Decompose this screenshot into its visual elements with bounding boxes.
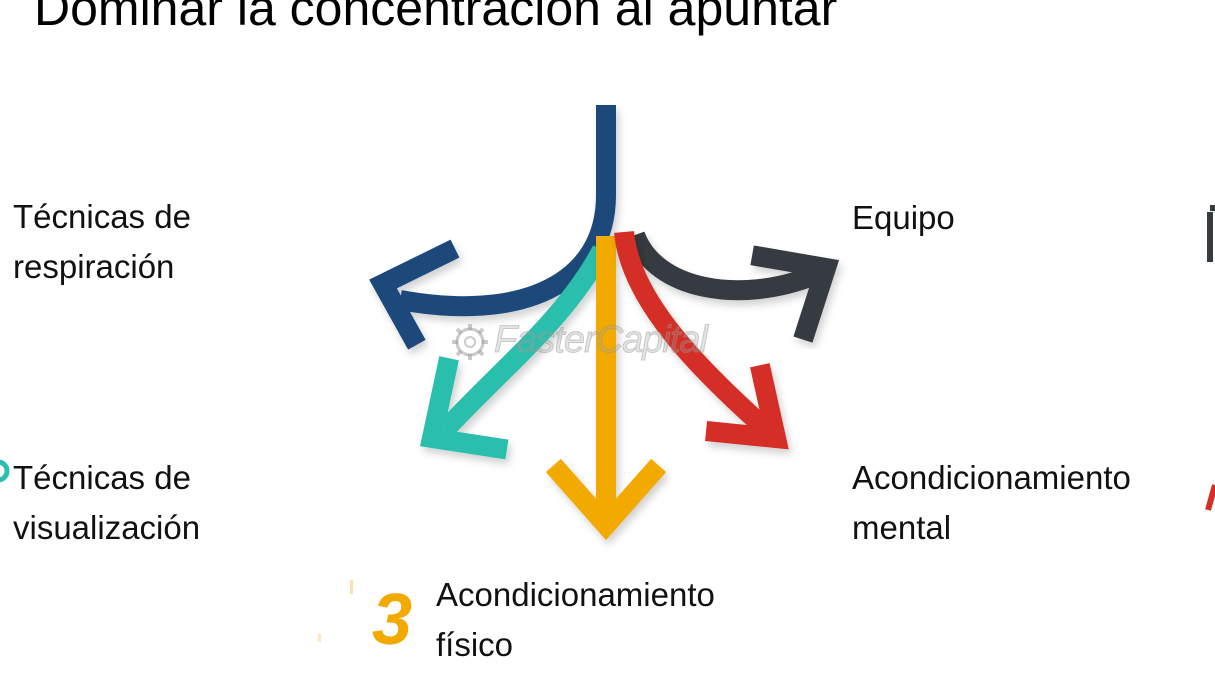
arrow-physical <box>545 236 667 541</box>
label-visualization: Técnicas de visualización <box>13 453 200 553</box>
label-physical: Acondicionamiento físico <box>436 570 715 670</box>
label-breathing-line1: Técnicas de <box>13 198 191 235</box>
label-physical-line2: físico <box>436 626 514 663</box>
edge-mark <box>318 634 321 642</box>
watermark-text: FasterCapital <box>494 319 709 362</box>
label-breathing: Técnicas de respiración <box>13 192 191 292</box>
watermark: FasterCapital <box>450 318 709 362</box>
edge-mark <box>1207 205 1215 262</box>
label-visualization-line2: visualización <box>13 509 201 546</box>
label-visualization-line1: Técnicas de <box>13 459 191 496</box>
number-physical: 3 <box>372 580 413 660</box>
label-physical-line1: Acondicionamiento <box>436 576 715 613</box>
label-mental-line2: mental <box>852 509 952 546</box>
arrow-equipment <box>625 231 840 343</box>
page-title: Dominar la concentración al apuntar <box>34 0 838 36</box>
label-breathing-line2: respiración <box>13 248 175 285</box>
label-mental-line1: Acondicionamiento <box>852 459 1131 496</box>
gear-icon <box>452 323 488 360</box>
arrow-breathing <box>369 105 616 350</box>
label-equipment: Equipo <box>852 193 955 243</box>
label-mental: Acondicionamiento mental <box>852 453 1131 553</box>
arrow-mental <box>614 230 789 450</box>
label-equipment-line1: Equipo <box>852 199 955 236</box>
arrow-visualization <box>420 245 611 460</box>
edge-mark <box>1205 484 1215 511</box>
edge-mark <box>0 459 10 483</box>
edge-mark <box>350 580 353 594</box>
